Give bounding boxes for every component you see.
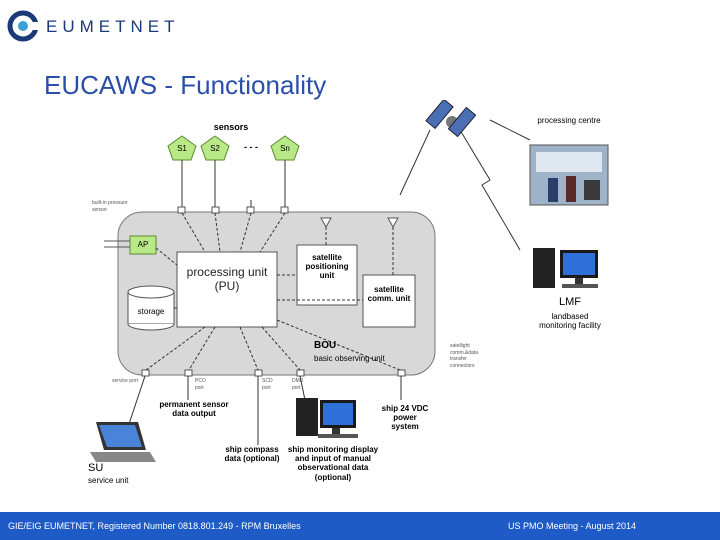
ship-power-label: ship 24 VDC power system (381, 404, 429, 432)
ship-monitoring-label: ship monitoring display and input of man… (287, 445, 379, 482)
lmf-description: landbased monitoring facility (539, 312, 601, 331)
footer-registration: GIE/EIG EUMETNET, Registered Number 0818… (8, 521, 301, 531)
storage-cylinder (127, 285, 175, 331)
processing-centre-photo (529, 144, 609, 206)
diagram-graphics (90, 100, 609, 462)
scd-port-label: SCD port (262, 378, 273, 391)
footer-meeting: US PMO Meeting - August 2014 (508, 521, 637, 531)
service-port-label: service port (112, 378, 138, 384)
sat-comm-box (362, 274, 416, 328)
ship-monitor-computer-image (296, 398, 358, 438)
dmd-port-label: DMD port (292, 378, 304, 391)
ship-compass-label: ship compass data (optional) (224, 445, 280, 464)
sat-positioning-label: satellite positioning unit (305, 253, 349, 281)
logo-text: EUMETNET (46, 17, 180, 36)
processing-unit-label: processing unit (PU) (186, 265, 268, 293)
ap-label: AP (137, 240, 149, 249)
bou-description: basic observing unit (314, 354, 385, 363)
service-laptop-image (90, 422, 156, 462)
storage-label: storage (137, 307, 165, 316)
processing-unit-box (176, 251, 278, 328)
antenna-2 (387, 217, 399, 229)
processing-centre-label: processing centre (537, 116, 601, 125)
eumetnet-logo-mark (7, 10, 40, 42)
functionality-diagram: sensors S1 S2 - - - Sn built-in pressure… (0, 100, 720, 512)
permanent-output-label: permanent sensor data output (159, 400, 229, 419)
lmf-computer-image (533, 248, 598, 288)
sat-comm-label: satellite comm. unit (367, 285, 411, 304)
sensor-dots: - - - (244, 142, 258, 152)
lmf-label: LMF (559, 296, 581, 308)
sensor-sn-label: Sn (280, 144, 290, 153)
satellite-connector-label: satellight comm.&data transfer connector… (450, 343, 479, 369)
bou-label: BOU (314, 340, 337, 351)
pco-port-label: PCO port (195, 378, 206, 391)
sensor-s2-label: S2 (210, 144, 220, 153)
satellite-image (425, 100, 477, 138)
antenna-1 (320, 217, 332, 229)
su-description: service unit (88, 476, 129, 485)
sensors-label: sensors (213, 122, 249, 132)
footer-bar (0, 512, 720, 540)
sat-positioning-box (296, 244, 358, 306)
page-title: EUCAWS - Functionality (44, 70, 327, 100)
builtin-pressure-label: built-in pressure sensor (92, 200, 128, 213)
eumetnet-logo: EUMETNET (6, 8, 175, 44)
ap-box (129, 235, 157, 255)
sensor-s1-label: S1 (177, 144, 187, 153)
su-label: SU (88, 462, 104, 474)
